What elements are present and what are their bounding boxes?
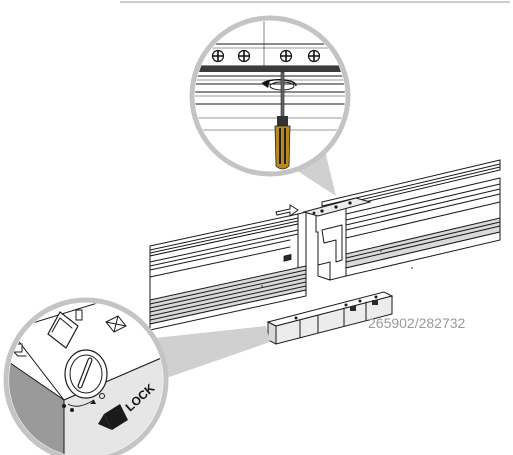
connector-block: [266, 253, 394, 345]
part-number-label: 265902/282732: [368, 315, 466, 331]
screw-head-3: [279, 49, 293, 63]
lock-pointer-arrow: [104, 404, 128, 430]
right-track-section: [302, 159, 501, 281]
lock-magnifier: LOCK: [3, 297, 270, 455]
screw-head-2: [237, 49, 251, 63]
screw-head-4: [307, 49, 321, 63]
left-track-section: [149, 211, 307, 331]
screwdriver-icon: [274, 71, 291, 170]
rotary-lock-knob[interactable]: [64, 349, 108, 399]
top-magnifier: [189, 15, 351, 196]
insert-arrow: [275, 204, 299, 217]
screw-head-1: [211, 49, 225, 63]
rotate-arrow-icon: [261, 79, 297, 87]
